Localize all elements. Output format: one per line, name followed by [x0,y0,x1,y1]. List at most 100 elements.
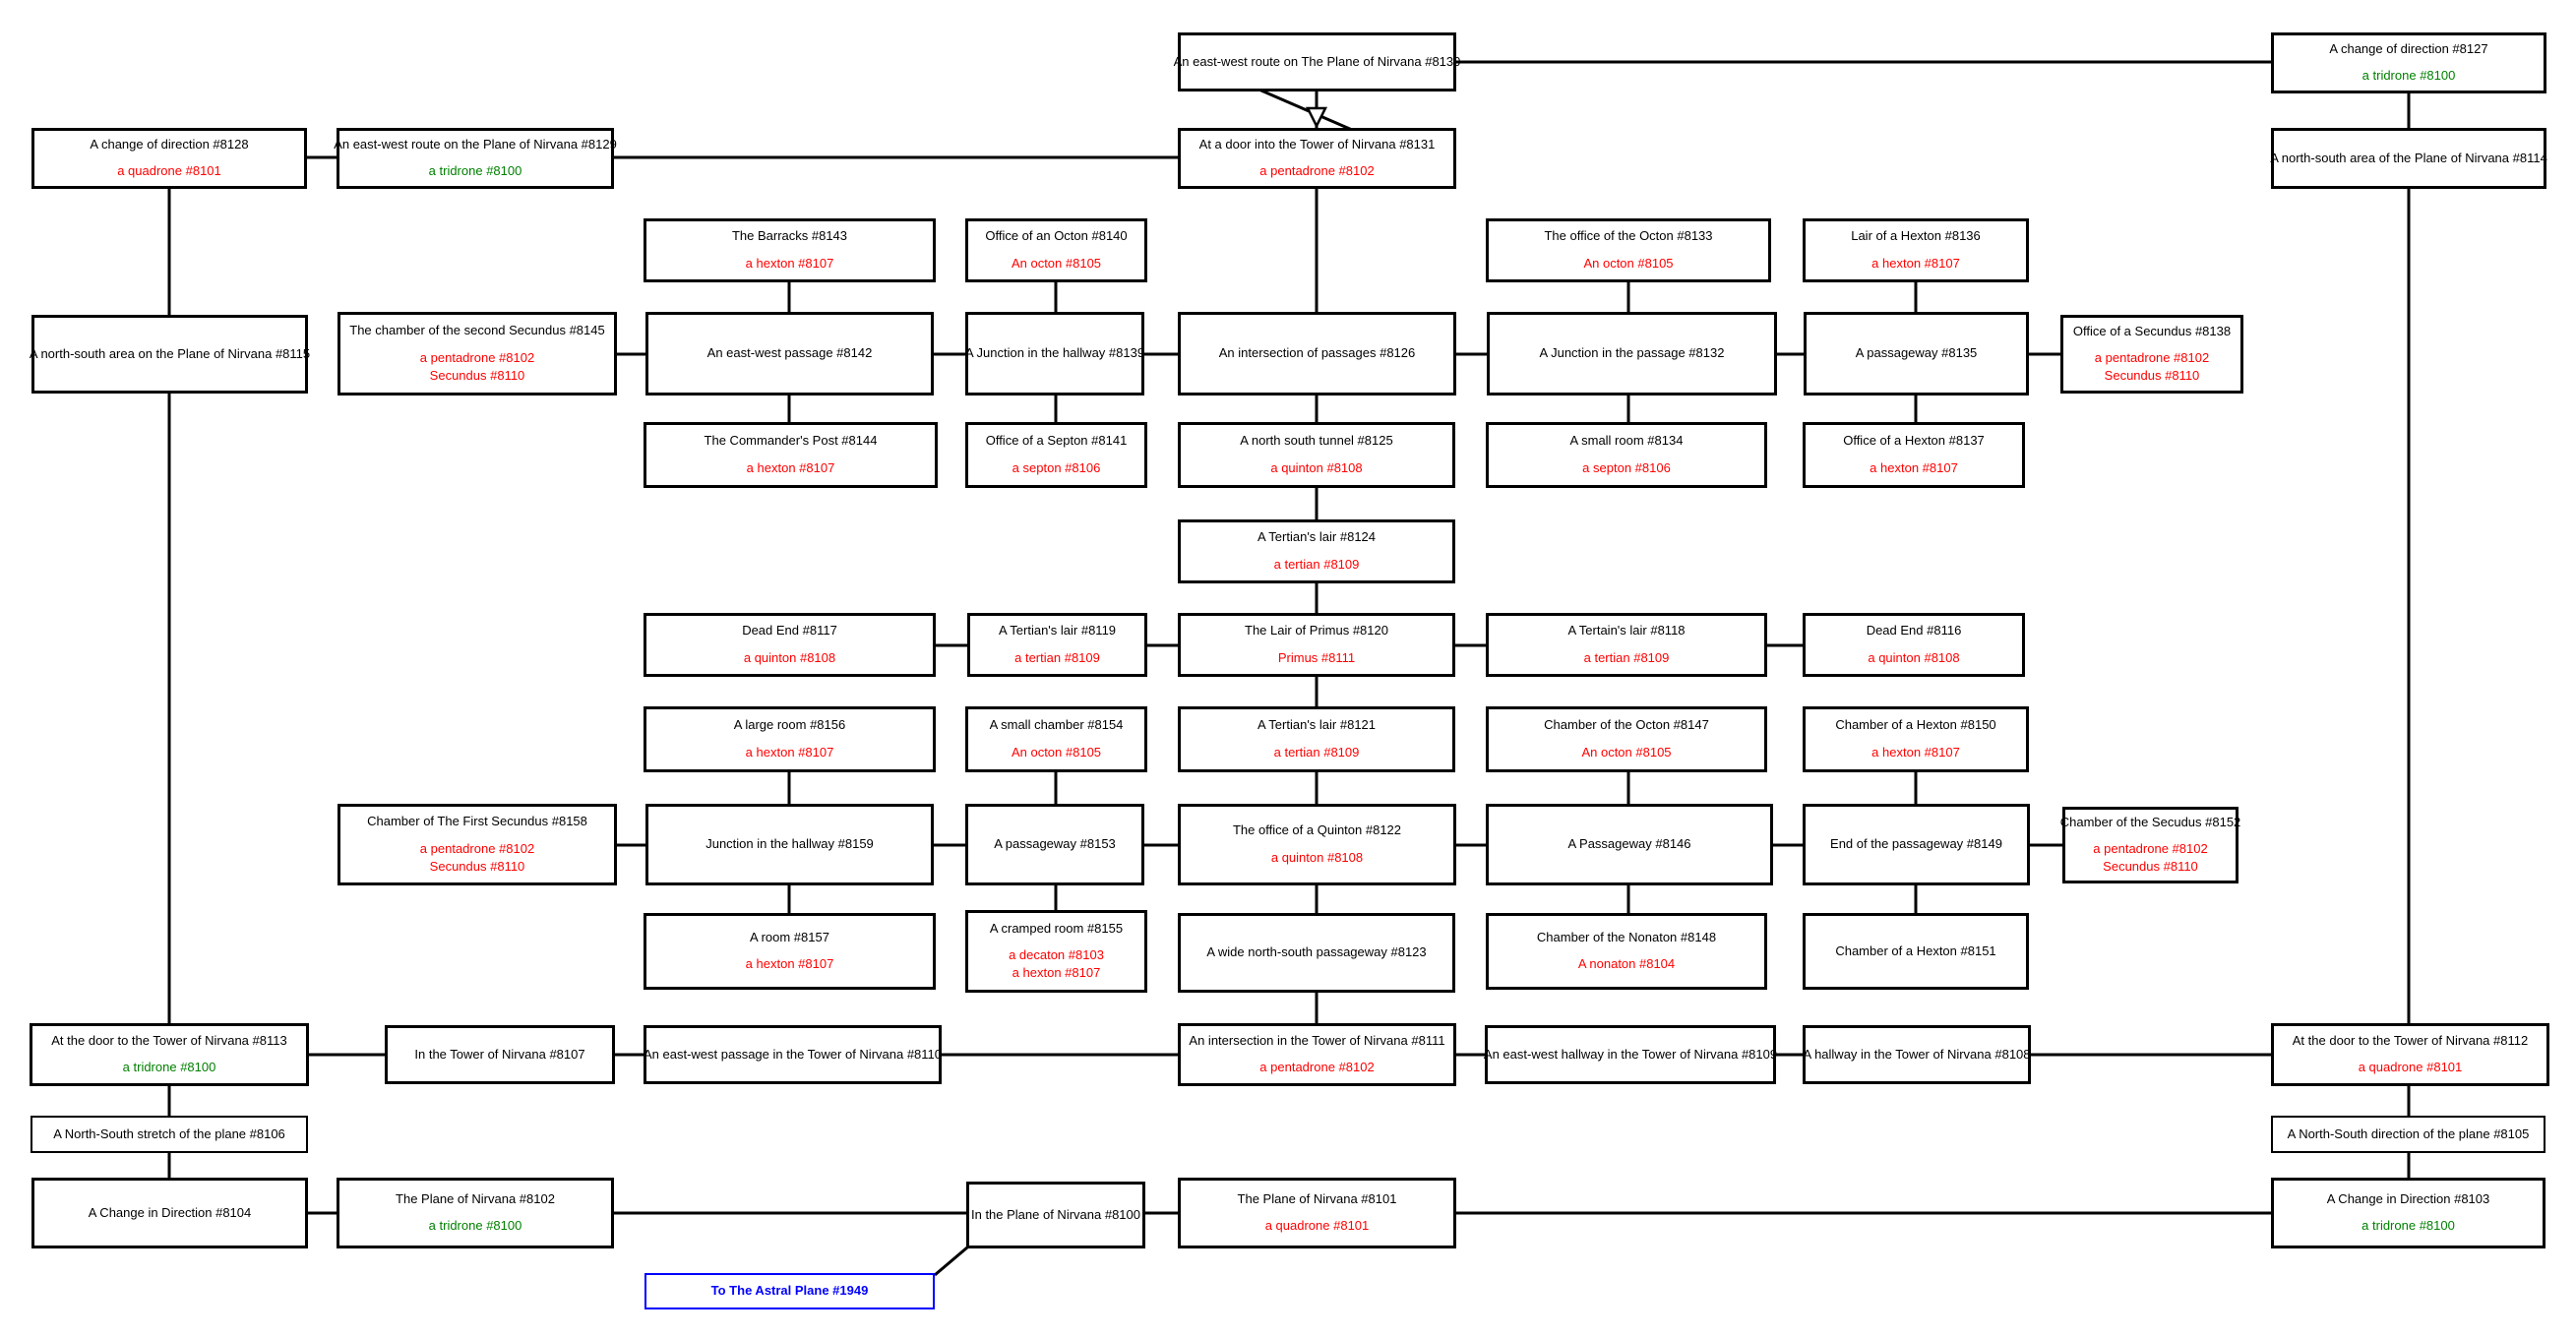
room-node-8157[interactable]: A room #8157 a hexton #8107 [644,913,936,990]
room-node-8115[interactable]: A north-south area on the Plane of Nirva… [30,315,310,394]
room-title: Chamber of the Octon #8147 [1544,717,1709,733]
room-node-8152[interactable]: Chamber of the Secudus #8152 a pentadron… [2060,807,2240,883]
room-node-8112[interactable]: At the door to the Tower of Nirvana #811… [2271,1023,2549,1086]
room-node-8128[interactable]: A change of direction #8128 a quadrone #… [31,128,307,189]
occupant-label: a tertian #8109 [1273,744,1360,760]
room-node-8120[interactable]: The Lair of Primus #8120 Primus #8111 [1178,613,1455,677]
room-title: A small room #8134 [1569,433,1684,449]
occupant-label: a tridrone #8100 [2361,68,2456,84]
room-node-8130[interactable]: An east-west route on The Plane of Nirva… [1174,32,1460,91]
room-node-8131[interactable]: At a door into the Tower of Nirvana #813… [1178,128,1456,189]
occupant-label: A nonaton #8104 [1577,956,1676,972]
room-node-8144[interactable]: The Commander's Post #8144 a hexton #810… [644,422,938,488]
room-title: A change of direction #8128 [90,136,249,152]
room-title: An east-west route on the Plane of Nirva… [334,136,617,152]
occupant-label: An octon #8105 [1011,255,1102,271]
room-node-8159[interactable]: Junction in the hallway #8159 [645,804,934,885]
map-edge [934,1246,968,1277]
room-node-8142[interactable]: An east-west passage #8142 [645,312,934,395]
room-node-8156[interactable]: A large room #8156 a hexton #8107 [644,706,936,772]
room-node-8100[interactable]: In the Plane of Nirvana #8100 [966,1182,1145,1248]
room-node-8132[interactable]: A Junction in the passage #8132 [1487,312,1777,395]
occupant-label: a pentadrone #8102 [2094,350,2210,366]
occupant-label: a quadrone #8101 [2358,1060,2463,1075]
occupant-label: a hexton #8107 [745,255,834,271]
room-node-8117[interactable]: Dead End #8117 a quinton #8108 [644,613,936,677]
occupant-label: An octon #8105 [1011,744,1102,760]
room-node-8135[interactable]: A passageway #8135 [1804,312,2029,395]
room-node-8136[interactable]: Lair of a Hexton #8136 a hexton #8107 [1803,218,2029,282]
room-node-8134[interactable]: A small room #8134 a septon #8106 [1486,422,1767,488]
room-node-8153[interactable]: A passageway #8153 [965,804,1144,885]
room-node-8111[interactable]: An intersection in the Tower of Nirvana … [1178,1023,1456,1086]
room-node-8125[interactable]: A north south tunnel #8125 a quinton #81… [1178,422,1455,488]
room-node-8118[interactable]: A Tertain's lair #8118 a tertian #8109 [1486,613,1767,677]
room-node-8143[interactable]: The Barracks #8143 a hexton #8107 [644,218,936,282]
room-node-8127[interactable]: A change of direction #8127 a tridrone #… [2271,32,2546,93]
room-node-8145[interactable]: The chamber of the second Secundus #8145… [337,312,617,395]
room-node-8113[interactable]: At the door to the Tower of Nirvana #811… [30,1023,309,1086]
room-node-8146[interactable]: A Passageway #8146 [1486,804,1773,885]
room-node-8104[interactable]: A Change in Direction #8104 [31,1178,308,1248]
room-occupants: An octon #8105 [1581,745,1671,760]
room-node-8122[interactable]: The office of a Quinton #8122 a quinton … [1178,804,1456,885]
room-title: A Tertian's lair #8124 [1257,529,1377,545]
room-title: The office of the Octon #8133 [1544,228,1713,244]
room-node-8121[interactable]: A Tertian's lair #8121 a tertian #8109 [1178,706,1455,772]
room-node-8105[interactable]: A North-South direction of the plane #81… [2271,1116,2545,1153]
room-node-8110[interactable]: An east-west passage in the Tower of Nir… [644,1025,942,1084]
room-node-8158[interactable]: Chamber of The First Secundus #8158 a pe… [337,804,617,885]
room-node-8150[interactable]: Chamber of a Hexton #8150 a hexton #8107 [1803,706,2029,772]
room-node-8101[interactable]: The Plane of Nirvana #8101 a quadrone #8… [1178,1178,1456,1248]
down-open-arrowhead [1305,106,1328,129]
room-occupants: a septon #8106 [1582,460,1671,476]
room-node-8147[interactable]: Chamber of the Octon #8147 An octon #810… [1486,706,1767,772]
room-node-8102[interactable]: The Plane of Nirvana #8102 a tridrone #8… [337,1178,614,1248]
room-occupants: a hexton #8107 [1871,745,1960,760]
room-title: The chamber of the second Secundus #8145 [349,323,605,338]
room-occupants: a hexton #8107 [1871,256,1960,272]
room-node-8139[interactable]: A Junction in the hallway #8139 [965,312,1144,395]
room-node-8138[interactable]: Office of a Secundus #8138 a pentadrone … [2060,315,2243,394]
occupant-label: a quadrone #8101 [117,163,221,179]
room-node-8151[interactable]: Chamber of a Hexton #8151 [1803,913,2029,990]
room-title: An east-west route on The Plane of Nirva… [1173,53,1461,69]
occupant-label: a quinton #8108 [1868,649,1960,665]
room-node-8133[interactable]: The office of the Octon #8133 An octon #… [1486,218,1771,282]
room-title: A Junction in the passage #8132 [1539,345,1725,361]
occupant-label: a decaton #8103 [1009,947,1104,963]
room-node-8119[interactable]: A Tertian's lair #8119 a tertian #8109 [967,613,1147,677]
room-node-8126[interactable]: An intersection of passages #8126 [1178,312,1456,395]
occupant-label: a quinton #8108 [1270,849,1364,865]
room-node-8124[interactable]: A Tertian's lair #8124 a tertian #8109 [1178,519,1455,583]
room-title: In the Tower of Nirvana #8107 [414,1046,585,1062]
room-node-8114[interactable]: A north-south area of the Plane of Nirva… [2270,128,2547,189]
room-node-8141[interactable]: Office of a Septon #8141 a septon #8106 [965,422,1147,488]
room-occupants: a tridrone #8100 [123,1060,216,1075]
room-title: Office of a Septon #8141 [985,433,1128,449]
room-node-8116[interactable]: Dead End #8116 a quinton #8108 [1803,613,2025,677]
room-title: Chamber of The First Secundus #8158 [367,814,587,829]
room-node-8154[interactable]: A small chamber #8154 An octon #8105 [965,706,1147,772]
room-node-1949[interactable]: To The Astral Plane #1949 [644,1273,935,1309]
room-title: The Barracks #8143 [731,228,848,244]
room-node-8149[interactable]: End of the passageway #8149 [1803,804,2030,885]
room-node-8106[interactable]: A North-South stretch of the plane #8106 [31,1116,308,1153]
room-title: A Tertian's lair #8119 [998,623,1117,639]
room-node-8137[interactable]: Office of a Hexton #8137 a hexton #8107 [1803,422,2025,488]
room-node-8123[interactable]: A wide north-south passageway #8123 [1178,913,1455,993]
room-node-8140[interactable]: Office of an Octon #8140 An octon #8105 [965,218,1147,282]
room-title: A north-south area of the Plane of Nirva… [2270,150,2547,165]
room-node-8107[interactable]: In the Tower of Nirvana #8107 [385,1025,615,1084]
room-node-8108[interactable]: A hallway in the Tower of Nirvana #8108 [1803,1025,2031,1084]
room-node-8148[interactable]: Chamber of the Nonaton #8148 A nonaton #… [1486,913,1767,990]
occupant-label: An octon #8105 [1583,255,1674,271]
room-node-8109[interactable]: An east-west hallway in the Tower of Nir… [1484,1025,1777,1084]
room-node-8103[interactable]: A Change in Direction #8103 a tridrone #… [2271,1178,2545,1248]
room-title: A Change in Direction #8103 [2326,1190,2490,1206]
room-node-8129[interactable]: An east-west route on the Plane of Nirva… [334,128,617,189]
room-title: In the Plane of Nirvana #8100 [970,1206,1140,1222]
occupant-label: a hexton #8107 [745,956,834,972]
